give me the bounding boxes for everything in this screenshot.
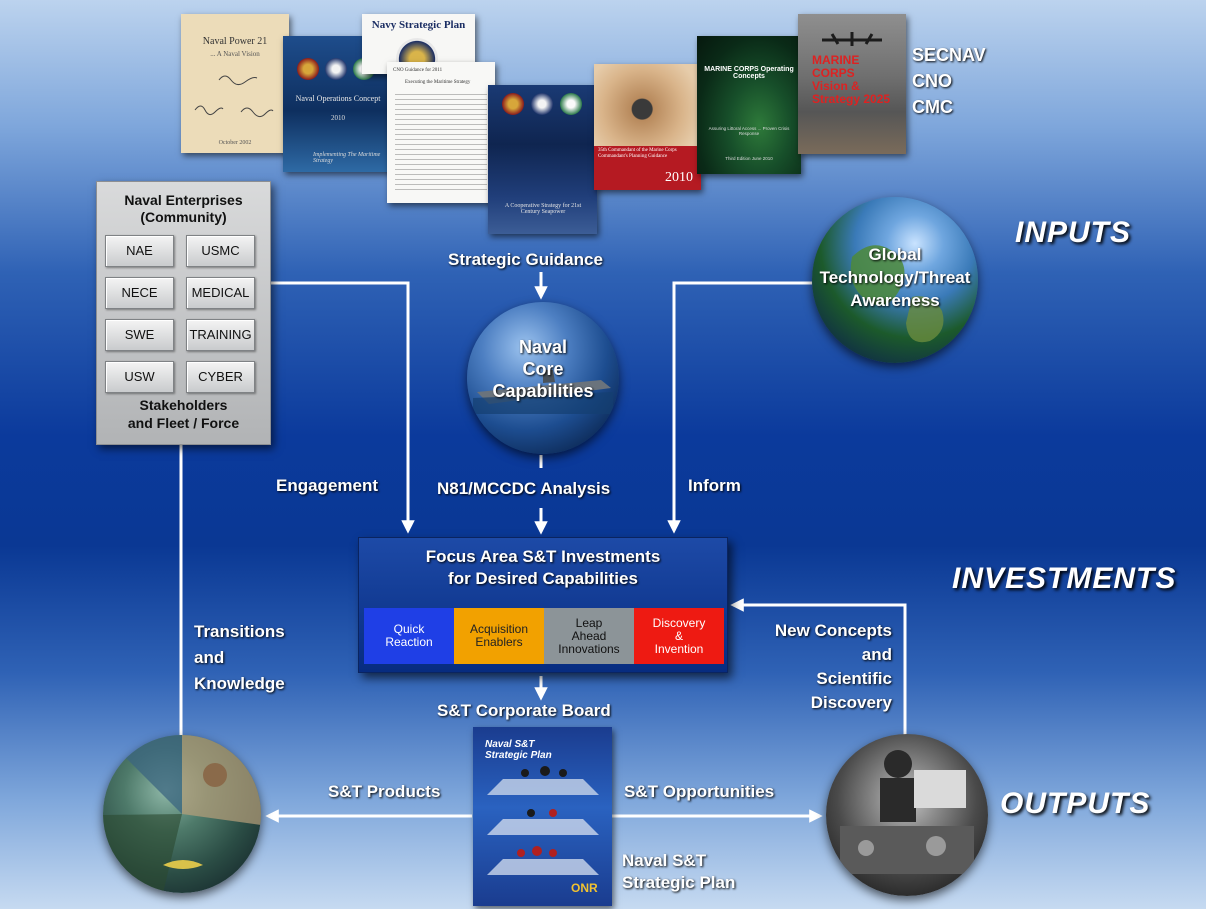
doc-subtitle: ... A Naval Vision (210, 50, 260, 58)
inform-arrow (667, 281, 812, 534)
category-quick-reaction[interactable]: Quick Reaction (364, 608, 454, 664)
doc-date: October 2002 (218, 140, 252, 146)
doc-title: Naval Operations Concept (295, 94, 381, 103)
seal-icon (502, 93, 524, 115)
signatures-image (194, 75, 274, 118)
doc-title: MARINE CORPS Vision & Strategy 2025 (812, 53, 891, 106)
global-technology-threat-globe[interactable]: Global Technology/Threat Awareness (812, 197, 978, 363)
osprey-aircraft-image (822, 32, 882, 46)
doc-marine-corps-operating-concepts: MARINE CORPS Operating Concepts Assuring… (697, 36, 801, 174)
earth-continents-image (850, 245, 944, 343)
transitions-label: Transitions and Knowledge (194, 622, 285, 693)
fleet-collage-image (103, 735, 261, 893)
investments-label: INVESTMENTS (952, 562, 1177, 595)
enterprise-button-nae[interactable]: NAE (105, 235, 174, 267)
enterprise-button-usmc[interactable]: USMC (186, 235, 255, 267)
enterprise-button-training[interactable]: TRAINING (186, 319, 255, 351)
seal-icon (531, 93, 553, 115)
doc-title: Naval Power 21 (202, 36, 268, 47)
doc-year: 2010 (331, 114, 345, 122)
outputs-label: OUTPUTS (1000, 787, 1151, 820)
new-concepts-arrow (730, 598, 907, 738)
analysis-label: N81/MCCDC Analysis (437, 479, 611, 498)
doc-title: MARINE CORPS Operating Concepts (704, 66, 794, 80)
opportunities-lab-globe[interactable] (826, 734, 988, 896)
strategic-plan-caption: Naval S&T Strategic Plan (622, 851, 736, 892)
text-lines-image (395, 94, 487, 194)
leader-cno: CNO (912, 71, 952, 91)
plan-cover-title: Naval S&T Strategic Plan (485, 739, 552, 761)
enterprises-title: Naval Enterprises (Community) (124, 192, 243, 225)
leader-cmc: CMC (912, 97, 953, 117)
enterprise-button-cyber[interactable]: CYBER (186, 361, 255, 393)
engagement-label: Engagement (276, 476, 379, 495)
enterprises-footer: Stakeholders and Fleet / Force (127, 397, 240, 431)
enterprise-button-medical[interactable]: MEDICAL (186, 277, 255, 309)
enterprise-button-nece[interactable]: NECE (105, 277, 174, 309)
doc-edition: Third Edition June 2010 (725, 156, 773, 161)
doc-title: Navy Strategic Plan (371, 19, 466, 31)
inform-label: Inform (688, 476, 741, 495)
seal-icon (325, 58, 347, 80)
enterprise-button-usw[interactable]: USW (105, 361, 174, 393)
onr-logo: ONR (571, 881, 598, 895)
doc-subtitle: Assuring Littoral Access ... Proven Cris… (708, 126, 790, 136)
doc-cooperative-strategy: A Cooperative Strategy for 21st Century … (488, 85, 597, 234)
doc-year: 2010 (665, 170, 693, 185)
doc-title: CNO Guidance for 2011 (393, 68, 443, 73)
leader-secnav: SECNAV (912, 45, 986, 65)
technology-threat-label: Global Technology/Threat Awareness (819, 245, 971, 310)
doc-title: 35th Commandant of the Marine Corps Comm… (598, 148, 677, 159)
focus-area-title: Focus Area S&T Investments for Desired C… (425, 547, 661, 588)
opportunities-label: S&T Opportunities (624, 782, 775, 801)
doc-subtitle: Implementing The Maritime Strategy (313, 152, 381, 164)
aircraft-carrier-image (473, 370, 613, 414)
new-concepts-label: New Concepts and Scientific Discovery (774, 621, 892, 712)
doc-cno-guidance: CNO Guidance for 2011 Executing the Mari… (387, 62, 495, 203)
doc-vision-and-strategy-2025: MARINE CORPS Vision & Strategy 2025 (798, 14, 906, 154)
products-label: S&T Products (328, 782, 441, 801)
naval-core-capabilities-globe[interactable]: Naval Core Capabilities (467, 302, 619, 454)
inputs-label: INPUTS (1015, 216, 1132, 249)
doc-naval-power-21: Naval Power 21 ... A Naval Vision Octobe… (181, 14, 289, 153)
enterprise-button-swe[interactable]: SWE (105, 319, 174, 351)
naval-enterprises-panel: Naval Enterprises (Community) NAE USMC N… (96, 181, 271, 445)
doc-subtitle: Executing the Maritime Strategy (405, 80, 471, 85)
doc-commandants-planning-guidance: 35th Commandant of the Marine Corps Comm… (594, 64, 701, 190)
naval-st-strategic-plan-cover[interactable]: Naval S&T Strategic Plan ONR (473, 727, 612, 906)
strategic-guidance-label: Strategic Guidance (448, 250, 603, 269)
seal-icon (297, 58, 319, 80)
category-discovery-invention[interactable]: Discovery & Invention (634, 608, 724, 664)
corporate-board-label: S&T Corporate Board (437, 701, 611, 720)
core-capabilities-label: Naval Core Capabilities (492, 337, 594, 401)
transitions-products-globe[interactable] (103, 735, 261, 893)
lab-scientist-image (840, 750, 974, 874)
category-acquisition-enablers[interactable]: Acquisition Enablers (454, 608, 544, 664)
chess-boards-image (487, 766, 599, 875)
hands-photo (594, 64, 701, 146)
engagement-arrow (270, 281, 415, 534)
doc-title: A Cooperative Strategy for 21st Century … (504, 203, 582, 215)
category-leap-ahead-innovations[interactable]: Leap Ahead Innovations (544, 608, 634, 664)
seal-icon (560, 93, 582, 115)
